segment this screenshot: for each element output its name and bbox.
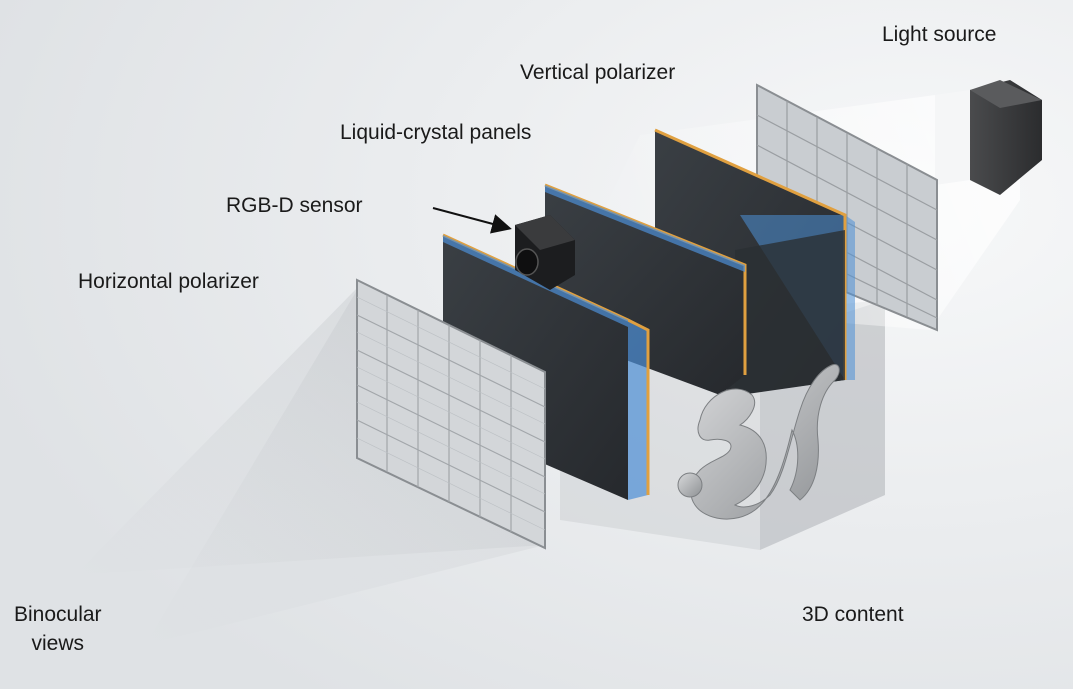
rgbd-sensor-label: RGB-D sensor (226, 194, 363, 217)
light-source-label: Light source (882, 23, 997, 46)
horizontal-polarizer-label: Horizontal polarizer (78, 270, 259, 293)
horizontal-polarizer (356, 278, 546, 550)
3d-content-label: 3D content (802, 603, 904, 626)
light-source-box (935, 80, 1042, 195)
binocular-views-line1: Binocular (14, 603, 102, 626)
rgbd-sensor-camera (515, 215, 575, 290)
liquid-crystal-panels-label: Liquid-crystal panels (340, 121, 532, 144)
sensor-pointer-arrow (432, 207, 512, 234)
binocular-views-label: Binocular views (14, 600, 102, 658)
binocular-views-line2: views (31, 632, 85, 655)
vertical-polarizer-label: Vertical polarizer (520, 61, 676, 84)
dragon-3d-object (677, 363, 840, 520)
